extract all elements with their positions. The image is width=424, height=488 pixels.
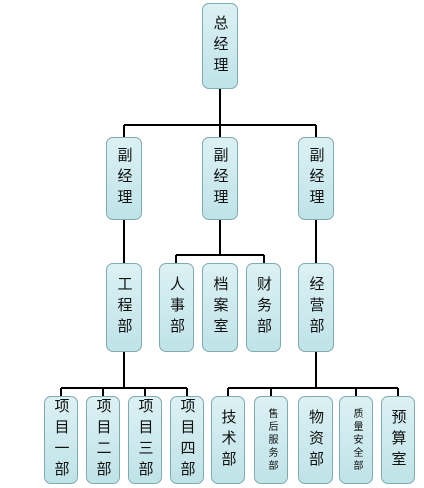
node-engineering-dept: 工程部 — [106, 263, 142, 352]
node-after-sales-dept: 售后服务部 — [254, 396, 288, 484]
node-label: 副经理 — [307, 147, 326, 210]
node-label: 预算室 — [389, 408, 408, 472]
node-operations-dept: 经营部 — [298, 263, 334, 352]
node-label: 财务部 — [255, 276, 273, 339]
node-label: 工程部 — [115, 276, 134, 339]
node-general-manager: 总经理 — [202, 3, 238, 89]
node-label: 副经理 — [115, 147, 134, 210]
node-label: 物资部 — [307, 408, 325, 472]
node-label: 项目二部 — [94, 398, 113, 482]
node-label: 售后服务部 — [266, 407, 277, 473]
node-finance-dept: 财务部 — [246, 263, 281, 352]
node-label: 档案室 — [211, 276, 230, 339]
node-archive-room: 档案室 — [202, 263, 238, 352]
node-project-2: 项目二部 — [86, 396, 120, 484]
node-project-3: 项目三部 — [128, 396, 162, 484]
node-deputy-manager-1: 副经理 — [106, 137, 142, 220]
node-label: 经营部 — [307, 276, 326, 339]
node-project-1: 项目一部 — [44, 396, 78, 484]
node-label: 项目三部 — [136, 398, 155, 482]
node-label: 人事部 — [168, 276, 186, 339]
node-budget-office: 预算室 — [381, 396, 415, 484]
node-quality-safety-dept: 质量安全部 — [339, 396, 373, 484]
node-technical-dept: 技术部 — [211, 396, 245, 484]
node-label: 副经理 — [211, 147, 230, 210]
node-label: 项目一部 — [52, 398, 71, 482]
node-project-4: 项目四部 — [170, 396, 204, 484]
node-deputy-manager-3: 副经理 — [298, 137, 334, 220]
node-hr-dept: 人事部 — [159, 263, 194, 352]
node-materials-dept: 物资部 — [298, 396, 333, 484]
node-label: 总经理 — [211, 14, 230, 78]
node-label: 项目四部 — [178, 398, 197, 482]
node-label: 技术部 — [219, 408, 238, 472]
node-label: 质量安全部 — [351, 407, 362, 473]
node-deputy-manager-2: 副经理 — [202, 137, 238, 220]
